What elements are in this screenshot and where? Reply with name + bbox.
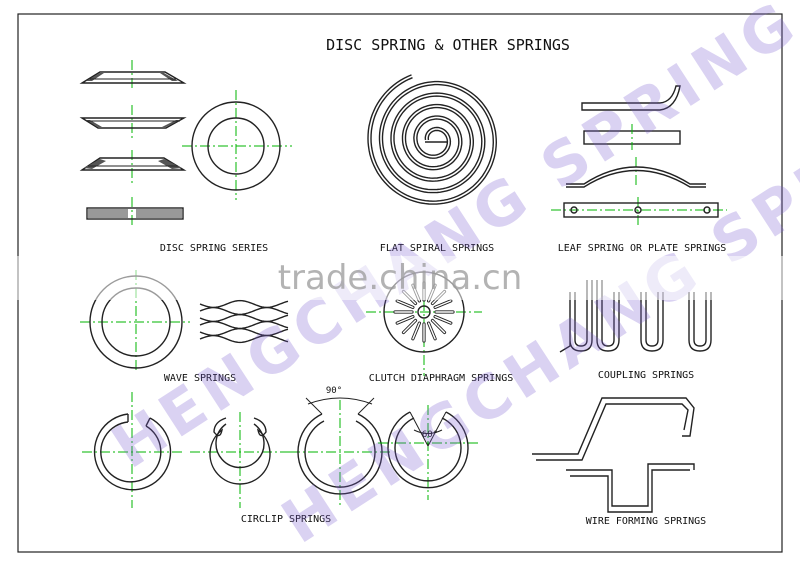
clutch-slot [427, 284, 436, 302]
wire-forming-group: WIRE FORMING SPRINGS [532, 397, 706, 527]
label-wave-spring: WAVE SPRINGS [164, 373, 236, 384]
wave-spring-side-view [199, 299, 289, 344]
clutch-slot [434, 300, 452, 309]
circlip-4: 60° [378, 405, 480, 500]
coupling-spring-wire-outer [559, 280, 712, 353]
clutch-slot [402, 319, 417, 334]
leaf-spring-bent [581, 85, 681, 111]
watermark-site: trade.china.cn [278, 258, 523, 298]
disc-spring-profile-2 [79, 105, 187, 138]
clutch-slot [412, 322, 421, 340]
watermark-text-2: HENGCHANG SPRING [270, 62, 800, 558]
watermark-text-1: HENGCHANG SPRING [100, 0, 800, 483]
circlip-1 [82, 392, 184, 508]
clutch-slot [434, 315, 452, 324]
coupling-spring-group: COUPLING SPRINGS [559, 280, 712, 381]
leaf-spring-plate [551, 197, 727, 227]
label-circlip: CIRCLIP SPRINGS [241, 514, 331, 525]
circlip-angle-90: 90° [326, 386, 342, 396]
clutch-slot [431, 290, 446, 305]
wave-spring-layer [199, 313, 289, 323]
disc-spring-group: DISC SPRING SERIES [79, 60, 292, 254]
leaf-spring-flat [583, 124, 681, 150]
disc-spring-profile-4 [86, 197, 184, 228]
label-flat-spiral: FLAT SPIRAL SPRINGS [380, 243, 494, 254]
clutch-slot [396, 300, 414, 309]
clutch-slot [427, 322, 436, 340]
leaf-spring-group: LEAF SPRING OR PLATE SPRINGS [551, 85, 727, 254]
wave-spring-layer [199, 334, 289, 344]
wave-spring-group: WAVE SPRINGS [80, 270, 289, 384]
wave-spring-layer [199, 306, 289, 316]
clutch-slot [402, 290, 417, 305]
label-leaf-spring: LEAF SPRING OR PLATE SPRINGS [558, 243, 727, 254]
label-wire-forming: WIRE FORMING SPRINGS [586, 516, 706, 527]
circlip-3: 90° [290, 386, 390, 506]
circlip-angle-60: 60° [422, 430, 438, 440]
disc-spring-profile-3 [79, 150, 187, 183]
disc-spring-profile-1 [79, 60, 187, 90]
wave-spring-front-view [80, 270, 190, 370]
label-disc-spring: DISC SPRING SERIES [160, 243, 268, 254]
clutch-slot [412, 284, 421, 302]
circlip-2 [190, 412, 290, 508]
label-clutch-diaphragm: CLUTCH DIAPHRAGM SPRINGS [369, 373, 514, 384]
label-coupling-spring: COUPLING SPRINGS [598, 370, 694, 381]
flat-spiral-spring [367, 74, 498, 205]
wave-spring-layer [199, 299, 289, 309]
clutch-slot [396, 315, 414, 324]
drawing-title: DISC SPRING & OTHER SPRINGS [326, 36, 570, 54]
circlip-group: 90° 60° CIRCLIP SPRINGS [82, 386, 480, 525]
clutch-diaphragm-group: CLUTCH DIAPHRAGM SPRINGS [366, 271, 514, 384]
wave-spring-layer [199, 327, 289, 337]
disc-spring-front-view [182, 90, 292, 200]
wire-form-2 [566, 463, 695, 513]
wire-form-1 [532, 397, 695, 461]
clutch-slot [431, 319, 446, 334]
flat-spiral-group: FLAT SPIRAL SPRINGS [367, 74, 498, 254]
wave-spring-layer [199, 320, 289, 330]
leaf-spring-arched [566, 157, 706, 188]
